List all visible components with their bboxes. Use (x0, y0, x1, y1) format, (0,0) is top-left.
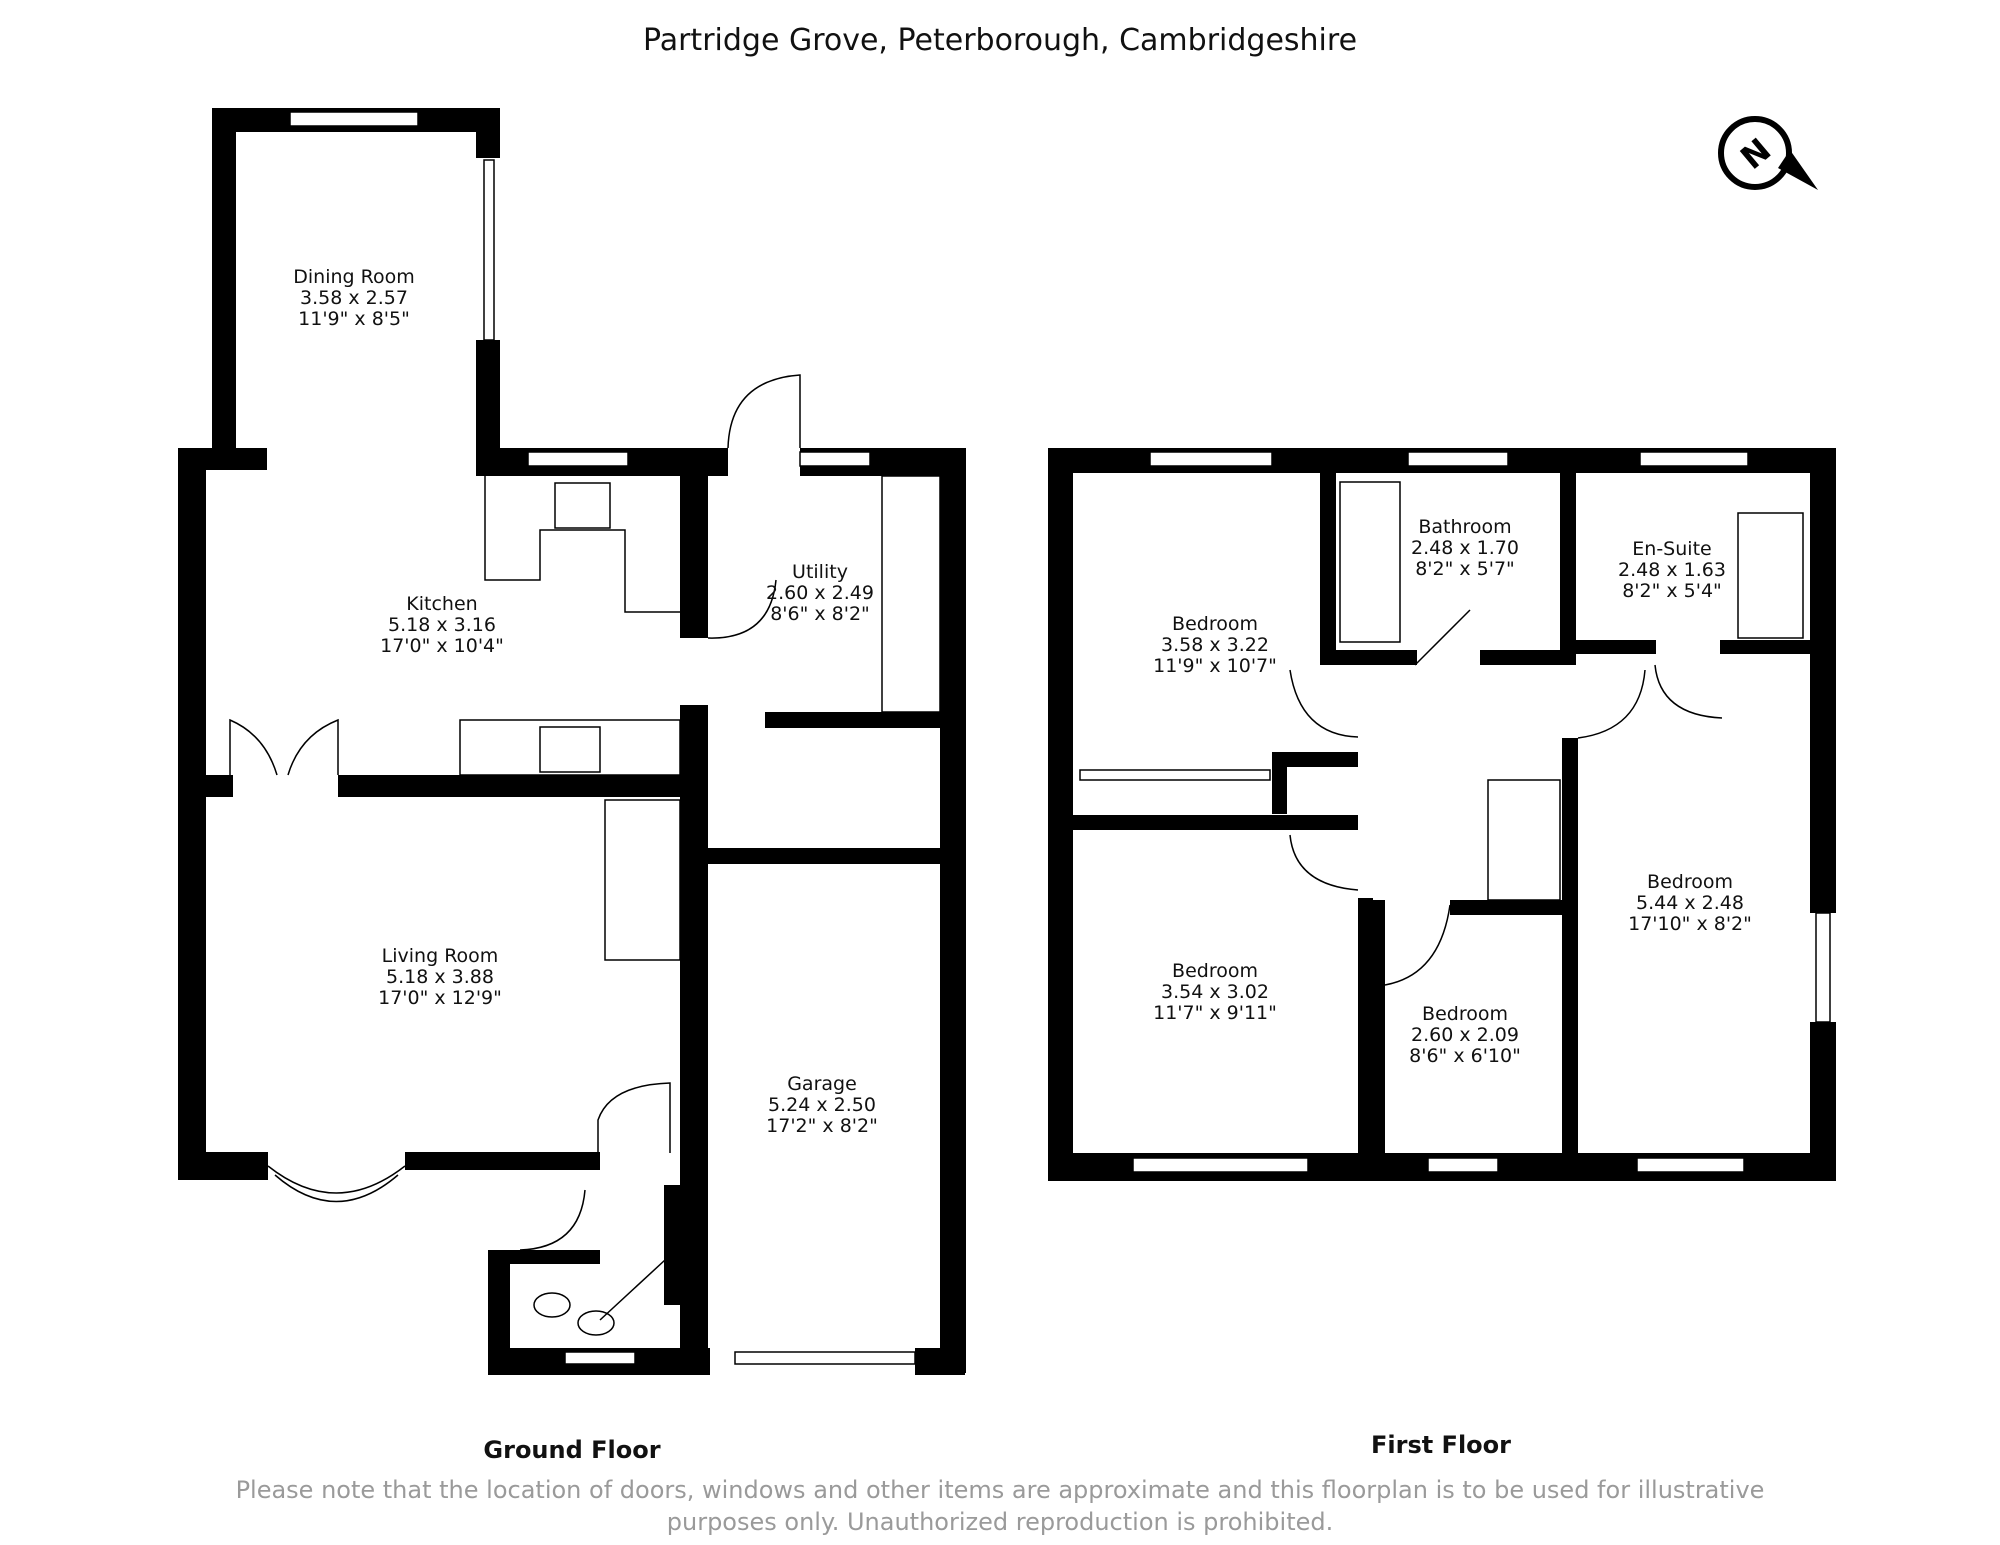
room-name: Utility (792, 561, 848, 583)
room-imperial: 8'2" x 5'7" (1415, 558, 1515, 580)
room-metric: 3.58 x 3.22 (1161, 634, 1269, 656)
room-imperial: 17'10" x 8'2" (1628, 913, 1752, 935)
room-living-room: Living Room 5.18 x 3.88 17'0" x 12'9" (378, 945, 502, 1009)
room-dining-room: Dining Room 3.58 x 2.57 11'9" x 8'5" (293, 266, 414, 330)
room-imperial: 8'6" x 8'2" (770, 603, 870, 625)
room-metric: 3.58 x 2.57 (300, 287, 408, 309)
room-name: Bedroom (1647, 871, 1733, 893)
room-metric: 5.18 x 3.16 (388, 614, 496, 636)
room-utility: Utility 2.60 x 2.49 8'6" x 8'2" (766, 561, 874, 625)
first-floor-plan (1048, 448, 1836, 1181)
room-imperial: 11'7" x 9'11" (1153, 1002, 1277, 1024)
room-name: Garage (787, 1073, 857, 1095)
room-imperial: 17'2" x 8'2" (766, 1115, 878, 1137)
room-bathroom: Bathroom 2.48 x 1.70 8'2" x 5'7" (1411, 516, 1519, 580)
room-name: Dining Room (293, 266, 414, 288)
room-metric: 3.54 x 3.02 (1161, 981, 1269, 1003)
room-imperial: 8'6" x 6'10" (1409, 1045, 1521, 1067)
floor-label-first: First Floor (1371, 1431, 1511, 1459)
ground-floor-plan (178, 108, 966, 1375)
disclaimer-line-2: purposes only. Unauthorized reproduction… (667, 1508, 1333, 1536)
room-metric: 5.18 x 3.88 (386, 966, 494, 988)
room-imperial: 17'0" x 10'4" (380, 635, 504, 657)
room-bedroom-1: Bedroom 3.58 x 3.22 11'9" x 10'7" (1153, 613, 1277, 677)
room-bedroom-3: Bedroom 2.60 x 2.09 8'6" x 6'10" (1409, 1003, 1521, 1067)
room-name: En-Suite (1632, 538, 1711, 560)
room-bedroom-2: Bedroom 3.54 x 3.02 11'7" x 9'11" (1153, 960, 1277, 1024)
room-bedroom-4: Bedroom 5.44 x 2.48 17'10" x 8'2" (1628, 871, 1752, 935)
room-metric: 2.48 x 1.70 (1411, 537, 1519, 559)
room-name: Bedroom (1422, 1003, 1508, 1025)
room-en-suite: En-Suite 2.48 x 1.63 8'2" x 5'4" (1618, 538, 1726, 602)
room-imperial: 8'2" x 5'4" (1622, 580, 1722, 602)
room-name: Living Room (382, 945, 499, 967)
room-name: Bathroom (1418, 516, 1511, 538)
room-metric: 2.60 x 2.49 (766, 582, 874, 604)
room-name: Bedroom (1172, 960, 1258, 982)
compass-label: N (1733, 131, 1778, 177)
room-name: Kitchen (406, 593, 477, 615)
disclaimer-line-1: Please note that the location of doors, … (236, 1476, 1765, 1504)
page-title: Partridge Grove, Peterborough, Cambridge… (643, 23, 1357, 58)
floor-label-ground: Ground Floor (483, 1436, 660, 1464)
room-imperial: 11'9" x 8'5" (298, 308, 410, 330)
room-kitchen: Kitchen 5.18 x 3.16 17'0" x 10'4" (380, 593, 504, 657)
room-metric: 5.24 x 2.50 (768, 1094, 876, 1116)
room-garage: Garage 5.24 x 2.50 17'2" x 8'2" (766, 1073, 878, 1137)
room-imperial: 11'9" x 10'7" (1153, 655, 1277, 677)
room-metric: 2.48 x 1.63 (1618, 559, 1726, 581)
room-name: Bedroom (1172, 613, 1258, 635)
room-metric: 2.60 x 2.09 (1411, 1024, 1519, 1046)
room-imperial: 17'0" x 12'9" (378, 987, 502, 1009)
north-compass-icon: N (1718, 116, 1818, 190)
room-metric: 5.44 x 2.48 (1636, 892, 1744, 914)
